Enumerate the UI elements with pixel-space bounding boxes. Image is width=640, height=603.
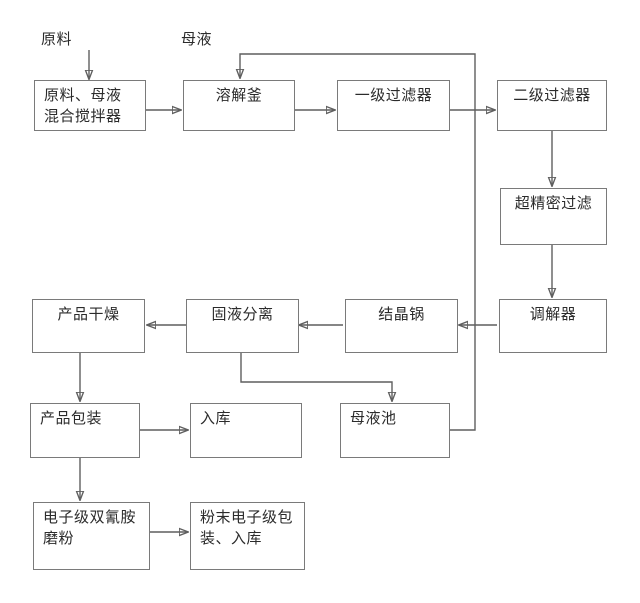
node-product-drying[interactable]: 产品干燥 <box>32 299 145 353</box>
node-warehousing[interactable]: 入库 <box>190 403 302 458</box>
node-ultra-precision-filter[interactable]: 超精密过滤 <box>500 188 607 245</box>
node-product-packaging[interactable]: 产品包装 <box>30 403 140 458</box>
node-conditioner[interactable]: 调解器 <box>499 299 607 353</box>
node-solid-liquid-separation[interactable]: 固液分离 <box>186 299 299 353</box>
node-mixer[interactable]: 原料、母液混合搅拌器 <box>34 80 146 131</box>
node-powder-packaging-warehousing[interactable]: 粉末电子级包装、入库 <box>190 502 305 570</box>
node-mother-liquor-pool[interactable]: 母液池 <box>340 403 450 458</box>
node-filter-stage-1[interactable]: 一级过滤器 <box>337 80 450 131</box>
label-mother-liquor: 母液 <box>181 32 213 48</box>
node-dissolving-kettle[interactable]: 溶解釜 <box>183 80 295 131</box>
node-electronic-grade-dicyandiamide-powder[interactable]: 电子级双氰胺磨粉 <box>33 502 150 570</box>
edge-separation-to-mother-liquor-pool <box>240 353 392 401</box>
edge-mother-liquor-return <box>240 53 476 431</box>
node-filter-stage-2[interactable]: 二级过滤器 <box>497 80 607 131</box>
label-raw-material: 原料 <box>41 32 73 48</box>
node-crystallizer[interactable]: 结晶锅 <box>345 299 458 353</box>
